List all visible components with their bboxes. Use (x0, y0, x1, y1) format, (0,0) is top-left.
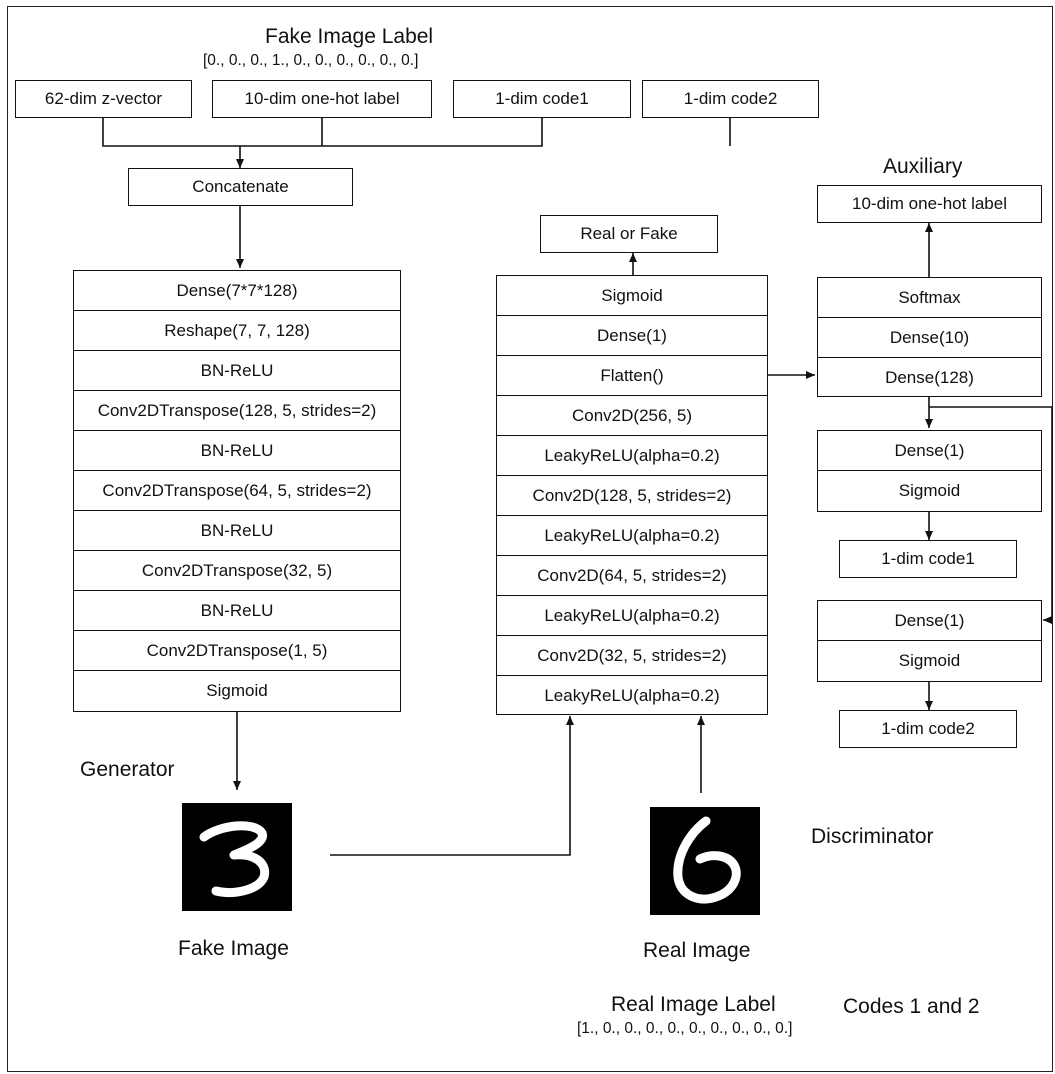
discriminator-layer: Dense(1) (497, 316, 767, 356)
real-image-caption: Real Image (643, 939, 751, 962)
generator-layer: Reshape(7, 7, 128) (74, 311, 400, 351)
discriminator-title: Discriminator (811, 825, 934, 848)
generator-layer: BN-ReLU (74, 431, 400, 471)
z-vector-input-box: 62-dim z-vector (15, 80, 192, 118)
code1-head-layer: Sigmoid (898, 481, 961, 500)
code2-head-stack: Dense(1) Sigmoid (817, 600, 1042, 682)
fake-label-vector: [0., 0., 0., 1., 0., 0., 0., 0., 0., 0.] (203, 52, 419, 69)
generator-layer: Conv2DTranspose(64, 5, strides=2) (74, 471, 400, 511)
auxiliary-stack: Softmax Dense(10) Dense(128) (817, 277, 1042, 397)
code2-head-layer: Dense(1) (818, 601, 1041, 641)
generator-layer: Sigmoid (206, 681, 268, 700)
generator-layer: Dense(7*7*128) (74, 271, 400, 311)
code2-input-box: 1-dim code2 (642, 80, 819, 118)
code1-head-layer: Dense(1) (818, 431, 1041, 471)
onehot-input-box: 10-dim one-hot label (212, 80, 432, 118)
fake-label-title: Fake Image Label (265, 25, 434, 48)
fake-image-caption: Fake Image (178, 937, 289, 960)
generator-layer: Conv2DTranspose(1, 5) (74, 631, 400, 671)
code2-head-layer: Sigmoid (898, 651, 961, 670)
discriminator-stack: Sigmoid Dense(1) Flatten() Conv2D(256, 5… (496, 275, 768, 715)
generator-layer: BN-ReLU (74, 351, 400, 391)
codes-caption: Codes 1 and 2 (843, 995, 980, 1018)
generator-layer: Conv2DTranspose(128, 5, strides=2) (74, 391, 400, 431)
aux-onehot-output-box: 10-dim one-hot label (817, 185, 1042, 223)
real-or-fake-box: Real or Fake (540, 215, 718, 253)
generator-stack: Dense(7*7*128) Reshape(7, 7, 128) BN-ReL… (73, 270, 401, 712)
discriminator-layer: LeakyReLU(alpha=0.2) (497, 596, 767, 636)
discriminator-layer: Conv2D(64, 5, strides=2) (497, 556, 767, 596)
fake-image-thumbnail (182, 803, 292, 911)
code1-output-box: 1-dim code1 (839, 540, 1017, 578)
generator-title: Generator (80, 758, 175, 781)
auxiliary-layer: Dense(10) (818, 318, 1041, 358)
discriminator-layer: LeakyReLU(alpha=0.2) (497, 516, 767, 556)
discriminator-layer: Conv2D(32, 5, strides=2) (497, 636, 767, 676)
discriminator-layer: Conv2D(128, 5, strides=2) (497, 476, 767, 516)
discriminator-layer: LeakyReLU(alpha=0.2) (497, 436, 767, 476)
aux-to-code2-head-arrow (929, 406, 1053, 624)
discriminator-layer: Conv2D(256, 5) (497, 396, 767, 436)
auxiliary-layer: Dense(128) (885, 368, 974, 387)
code1-head-stack: Dense(1) Sigmoid (817, 430, 1042, 512)
discriminator-layer: Flatten() (497, 356, 767, 396)
auxiliary-title: Auxiliary (883, 155, 963, 178)
generator-layer: BN-ReLU (74, 511, 400, 551)
generator-layer: BN-ReLU (74, 591, 400, 631)
fake-to-discriminator-arrow (330, 716, 574, 856)
real-image-thumbnail (650, 807, 760, 915)
real-label-vector: [1., 0., 0., 0., 0., 0., 0., 0., 0., 0.] (577, 1020, 793, 1037)
code1-input-box: 1-dim code1 (453, 80, 631, 118)
auxiliary-layer: Softmax (818, 278, 1041, 318)
real-label-title: Real Image Label (611, 993, 776, 1016)
discriminator-layer: LeakyReLU(alpha=0.2) (544, 686, 720, 705)
discriminator-layer: Sigmoid (497, 276, 767, 316)
code2-output-box: 1-dim code2 (839, 710, 1017, 748)
generator-layer: Conv2DTranspose(32, 5) (74, 551, 400, 591)
concatenate-box: Concatenate (128, 168, 353, 206)
